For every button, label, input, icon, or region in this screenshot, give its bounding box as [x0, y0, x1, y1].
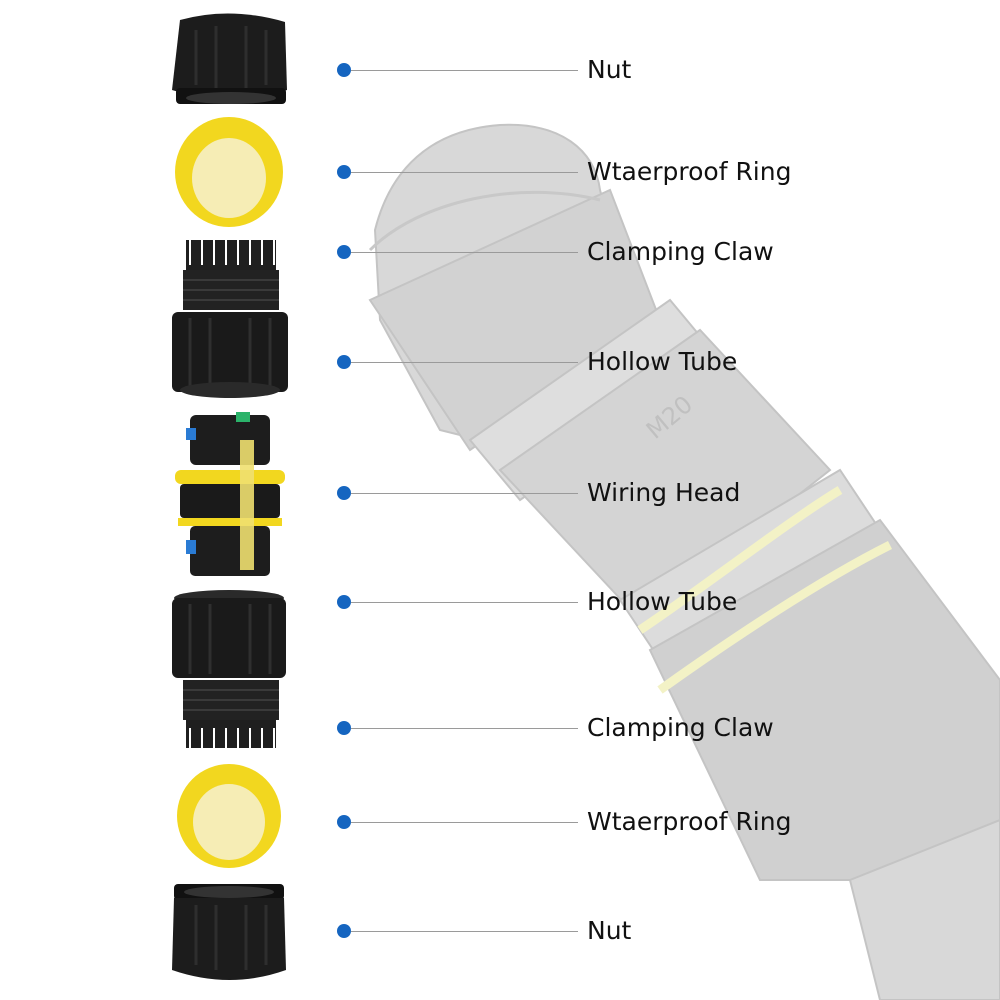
tube-icon [172, 312, 288, 398]
part-label-nut-bottom: Nut [587, 916, 632, 945]
leader-line-head [351, 493, 578, 494]
callout-dot-ring-top [337, 165, 351, 179]
callout-dot-nut-bottom [337, 924, 351, 938]
callout-dot-claw-bottom [337, 721, 351, 735]
tube-icon [172, 590, 286, 678]
callout-dot-ring-bottom [337, 815, 351, 829]
leader-line-nut-bottom [351, 931, 578, 932]
callout-dot-nut-top [337, 63, 351, 77]
leader-line-tube-top [351, 362, 578, 363]
callout-dot-claw-top [337, 245, 351, 259]
leader-line-claw-top [351, 252, 578, 253]
callout-dot-head [337, 486, 351, 500]
part-label-claw-top: Clamping Claw [587, 237, 774, 266]
ring-icon [175, 117, 283, 227]
claw-icon [183, 240, 279, 310]
part-label-ring-top: Wtaerproof Ring [587, 157, 792, 186]
nut-icon [172, 13, 287, 104]
part-label-tube-top: Hollow Tube [587, 347, 738, 376]
leader-line-nut-top [351, 70, 578, 71]
part-label-tube-bottom: Hollow Tube [587, 587, 738, 616]
claw-icon [183, 680, 279, 748]
leader-line-claw-bottom [351, 728, 578, 729]
part-label-claw-bottom: Clamping Claw [587, 713, 774, 742]
part-label-head: Wiring Head [587, 478, 741, 507]
leader-line-tube-bottom [351, 602, 578, 603]
leader-line-ring-bottom [351, 822, 578, 823]
nut-icon [172, 884, 286, 980]
ring-icon [177, 764, 281, 868]
wiring-head-icon [175, 412, 285, 576]
part-label-nut-top: Nut [587, 55, 632, 84]
leader-line-ring-top [351, 172, 578, 173]
callout-dot-tube-top [337, 355, 351, 369]
part-label-ring-bottom: Wtaerproof Ring [587, 807, 792, 836]
callout-dot-tube-bottom [337, 595, 351, 609]
